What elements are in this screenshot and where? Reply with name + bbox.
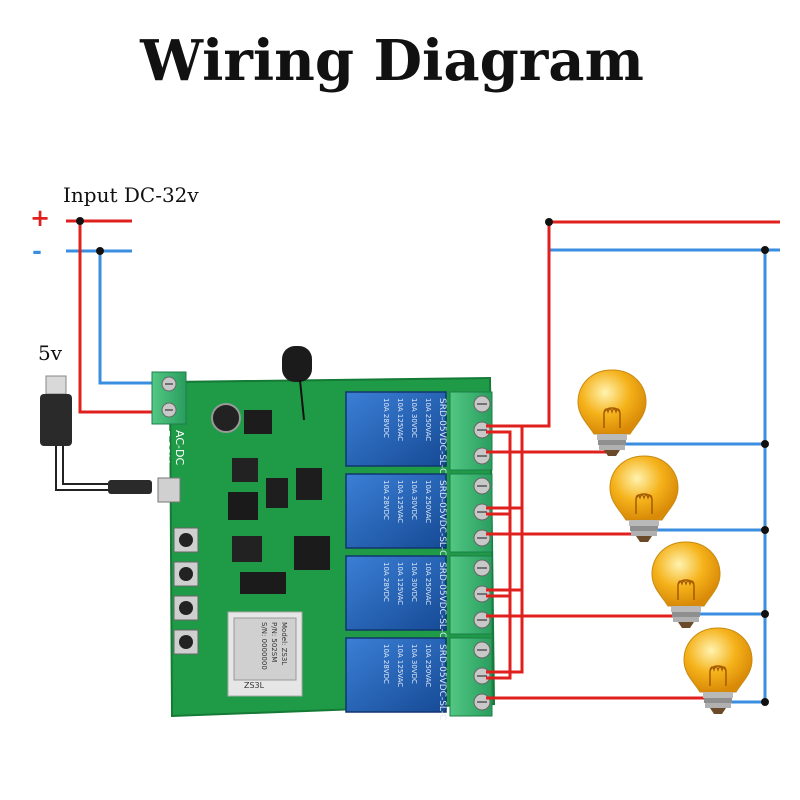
relay-4-text-2: 10A 30VDC [410, 644, 418, 684]
relay-1-text-0: SRD-05VDC-SL-C [437, 398, 447, 474]
relay-2-text-0: SRD-05VDC-SL-C [437, 480, 447, 556]
terminal-block-2 [449, 473, 493, 553]
usb-cable [40, 375, 152, 494]
module-pn: P/N: 502SM [270, 622, 278, 662]
relay-2-text-3: 10A 125VAC [396, 480, 404, 523]
usb-voltage-label: 5v [38, 341, 63, 365]
relay-2: SRD-05VDC-SL-C 10A 250VAC 10A 30VDC 10A 125… [345, 473, 447, 556]
relay-4-text-0: SRD-05VDC-SL-C [437, 644, 447, 720]
antenna [282, 346, 312, 382]
relay-2-text-2: 10A 30VDC [410, 480, 418, 520]
silkscreen-ac-dc: AC-DC [173, 430, 186, 465]
module-model: Model: ZS3L [280, 622, 288, 665]
positive-sign: + [30, 203, 50, 232]
relay-3-text-4: 10A 28VDC [382, 562, 390, 602]
relay-3: SRD-05VDC-SL-C 10A 250VAC 10A 30VDC 10A 125… [345, 555, 447, 638]
relay-3-text-3: 10A 125VAC [396, 562, 404, 605]
relay-1-text-3: 10A 125VAC [396, 398, 404, 441]
wireless-module: Model: ZS3L P/N: 502SM S/N: 0000000 ZS3L [227, 611, 303, 697]
micro-usb-plug [108, 480, 152, 494]
capacitor [211, 403, 241, 433]
relay-1-text-2: 10A 30VDC [410, 398, 418, 438]
terminal-block-1 [449, 391, 493, 471]
silkscreen-voltage: 7-32V [159, 430, 172, 463]
relay-1: SRD-05VDC-SL-C 10A 250VAC 10A 30VDC 10A 125… [345, 391, 447, 474]
module-sn: S/N: 0000000 [260, 622, 268, 670]
relay-4-text-1: 10A 250VAC [424, 644, 432, 687]
usb-plug-body [40, 394, 72, 446]
input-wires [66, 217, 168, 414]
relay-1-text-1: 10A 250VAC [424, 398, 432, 441]
relay-4: SRD-05VDC-SL-C 10A 250VAC 10A 30VDC 10A 125… [345, 637, 447, 720]
relay-3-text-2: 10A 30VDC [410, 562, 418, 602]
relay-2-text-4: 10A 28VDC [382, 480, 390, 520]
load-circuits [486, 369, 769, 715]
relay-3-text-0: SRD-05VDC-SL-C [437, 562, 447, 638]
output-terminals [449, 391, 493, 717]
negative-sign: - [32, 236, 42, 265]
input-voltage-label: Input DC-32v [63, 183, 199, 207]
micro-usb-port [157, 477, 181, 503]
terminal-block-4 [449, 637, 493, 717]
relays: SRD-05VDC-SL-C 10A 250VAC 10A 30VDC 10A 125… [345, 391, 447, 720]
push-buttons [173, 527, 199, 655]
page-title: Wiring Diagram [139, 28, 644, 94]
usb-plug-metal [45, 375, 67, 395]
load-wire-2 [486, 506, 769, 598]
relay-4-text-4: 10A 28VDC [382, 644, 390, 684]
module-chip: ZS3L [244, 681, 265, 690]
relay-2-text-1: 10A 250VAC [424, 480, 432, 523]
relay-3-text-1: 10A 250VAC [424, 562, 432, 605]
relay-4-text-3: 10A 125VAC [396, 644, 404, 687]
relay-1-text-4: 10A 28VDC [382, 398, 390, 438]
terminal-block-3 [449, 555, 493, 635]
